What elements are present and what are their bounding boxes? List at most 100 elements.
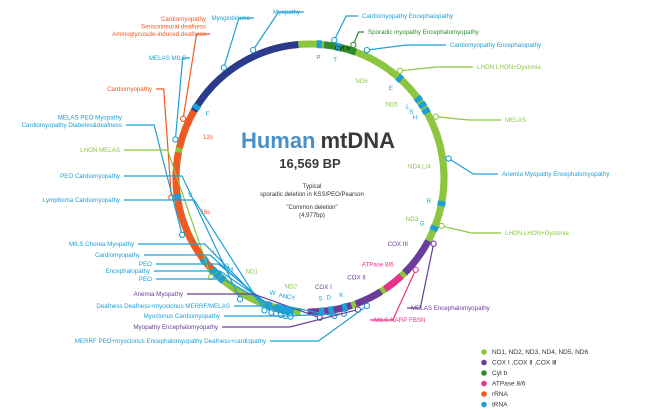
- trna-letter-n: N: [283, 293, 287, 300]
- trna-block-r: [437, 200, 446, 207]
- trna-letter-l: L: [406, 104, 410, 111]
- legend-swatch-rrna: [481, 391, 487, 397]
- gene-label-nd5: ND5: [386, 101, 399, 108]
- callout-leader: [407, 243, 435, 309]
- callout-text: Encephalopathy: [106, 268, 151, 275]
- deletion-line3: "Common deletion": [286, 205, 337, 211]
- callout-5: Cardiomyopathy: [107, 86, 175, 201]
- callout-24: MELAS: [432, 113, 526, 124]
- gene-arc-nd6: [358, 50, 387, 70]
- callout-dot: [396, 67, 404, 74]
- trna-block-h: [421, 106, 431, 116]
- callout-leader: [156, 278, 291, 318]
- trna-block-v: [172, 193, 182, 200]
- callout-dot: [249, 46, 257, 54]
- callout-text: Cardiomyopathy: [107, 86, 153, 93]
- trna-block-c: [283, 305, 290, 315]
- callout-leader: [448, 157, 498, 175]
- trna-letter-f: F: [206, 111, 210, 118]
- callout-20: Cardiomyopathy Encephalopathy: [331, 13, 454, 44]
- title-mtdna: mtDNA: [321, 128, 396, 153]
- trna-block-n: [278, 304, 286, 314]
- trna-letter-c: C: [287, 294, 292, 301]
- gene-arc-cox-iii: [402, 239, 432, 276]
- trna-block-q: [213, 270, 223, 280]
- callout-7: LHON MELAS: [80, 147, 215, 281]
- callout-28: MILS NARP FBSN: [370, 266, 425, 324]
- deletion-line4: (4,977bp): [299, 213, 325, 219]
- callout-leader: [124, 199, 265, 311]
- trna-letter-l: L: [213, 250, 217, 257]
- callout-22: Cardiomyopathy Encephalopathy: [363, 42, 542, 54]
- legend-swatch-trna: [481, 401, 487, 408]
- callout-text: MELAS MILS: [149, 55, 186, 62]
- trna-block-l: [413, 94, 424, 104]
- callout-dot: [363, 302, 371, 310]
- callout-text: Lymphoma Cardiomyopathy: [43, 197, 121, 204]
- callout-text: Sensorineural deafness: [141, 24, 206, 31]
- callout-dot: [178, 231, 186, 239]
- legend-swatch-cytb: [481, 370, 487, 376]
- callout-leader: [154, 270, 287, 317]
- deletion-line2: sporadic deletion in KSS/PEO/Pearson: [260, 192, 364, 198]
- callout-leader: [252, 11, 304, 51]
- callout-leader: [333, 15, 358, 41]
- gene-arc-cox-ii: [354, 288, 383, 308]
- trna-block-t: [334, 42, 342, 52]
- callout-text: Cardiomyopathy Diabetes&deafness: [22, 122, 122, 129]
- callout-leader: [126, 124, 183, 236]
- gene-label-atpase-8-6: ATPase 8/6: [362, 262, 394, 269]
- disease-callouts: MyoglobinuriaMyopathyCardiomyopathySenso…: [22, 9, 611, 345]
- gene-label-nd4-l-4: ND4 L/4: [408, 164, 431, 171]
- trna-block-y: [288, 306, 295, 316]
- callout-leader: [366, 44, 446, 51]
- callout-dot: [331, 36, 338, 44]
- callout-text: Cardiomyopathy Encephalopathy: [450, 42, 542, 49]
- trna-letter-d: D: [327, 295, 332, 302]
- trna-block-d: [327, 305, 335, 315]
- genome-size: 16,569 BP: [279, 156, 341, 171]
- callout-text: PEO Cardiomyopathy: [60, 173, 121, 180]
- gene-arc-12s: [176, 109, 198, 149]
- callout-dot: [412, 266, 419, 273]
- callout-2: Myopathy: [249, 9, 304, 54]
- callout-dot: [430, 240, 437, 247]
- callout-dot: [236, 296, 244, 303]
- callout-19: MERRF PEO+myoclonus Encephalomyopathy De…: [75, 302, 371, 345]
- callout-text: LHON LHON+Dystonia: [505, 230, 569, 237]
- callout-dot: [445, 155, 452, 162]
- callout-text: Myopathy Encephalomyopathy: [133, 324, 219, 331]
- callout-dot: [220, 64, 227, 71]
- callout-leader: [224, 313, 344, 317]
- callout-dot: [438, 222, 445, 230]
- callout-text: Aminoglycoside-induced deafness: [112, 31, 206, 38]
- callout-dot: [363, 46, 371, 54]
- legend-label-cox: COX Ⅰ ,COX Ⅱ ,COX Ⅲ: [492, 360, 557, 367]
- callout-text: Anemia Myopathy Encephalomyopathy: [502, 171, 610, 178]
- callout-4: MELAS MILS: [149, 55, 190, 143]
- callout-leader: [270, 305, 368, 342]
- callout-dot: [350, 41, 357, 49]
- callout-21: Sporadic myopathy Encephalomyopathy: [350, 29, 480, 49]
- callout-leader: [156, 88, 172, 198]
- callout-text: Sporadic myopathy Encephalomyopathy: [368, 29, 480, 36]
- legend-swatch-cox: [481, 359, 487, 366]
- legend-label-atpase: ATPase 8/6: [492, 381, 526, 388]
- title-human: Human: [241, 128, 316, 153]
- trna-letter-p: P: [316, 54, 320, 61]
- callout-text: LHON MELAS: [80, 147, 120, 154]
- callout-text: MELAS Encephalomyopathy: [411, 305, 491, 312]
- callout-25: Anemia Myopathy Encephalomyopathy: [445, 155, 610, 178]
- trna-letter-a: A: [279, 292, 284, 299]
- gene-arc-atpase-8-6: [382, 273, 404, 292]
- callout-text: MILS Chorea Myopathy: [69, 241, 135, 248]
- callout-dot: [287, 313, 294, 320]
